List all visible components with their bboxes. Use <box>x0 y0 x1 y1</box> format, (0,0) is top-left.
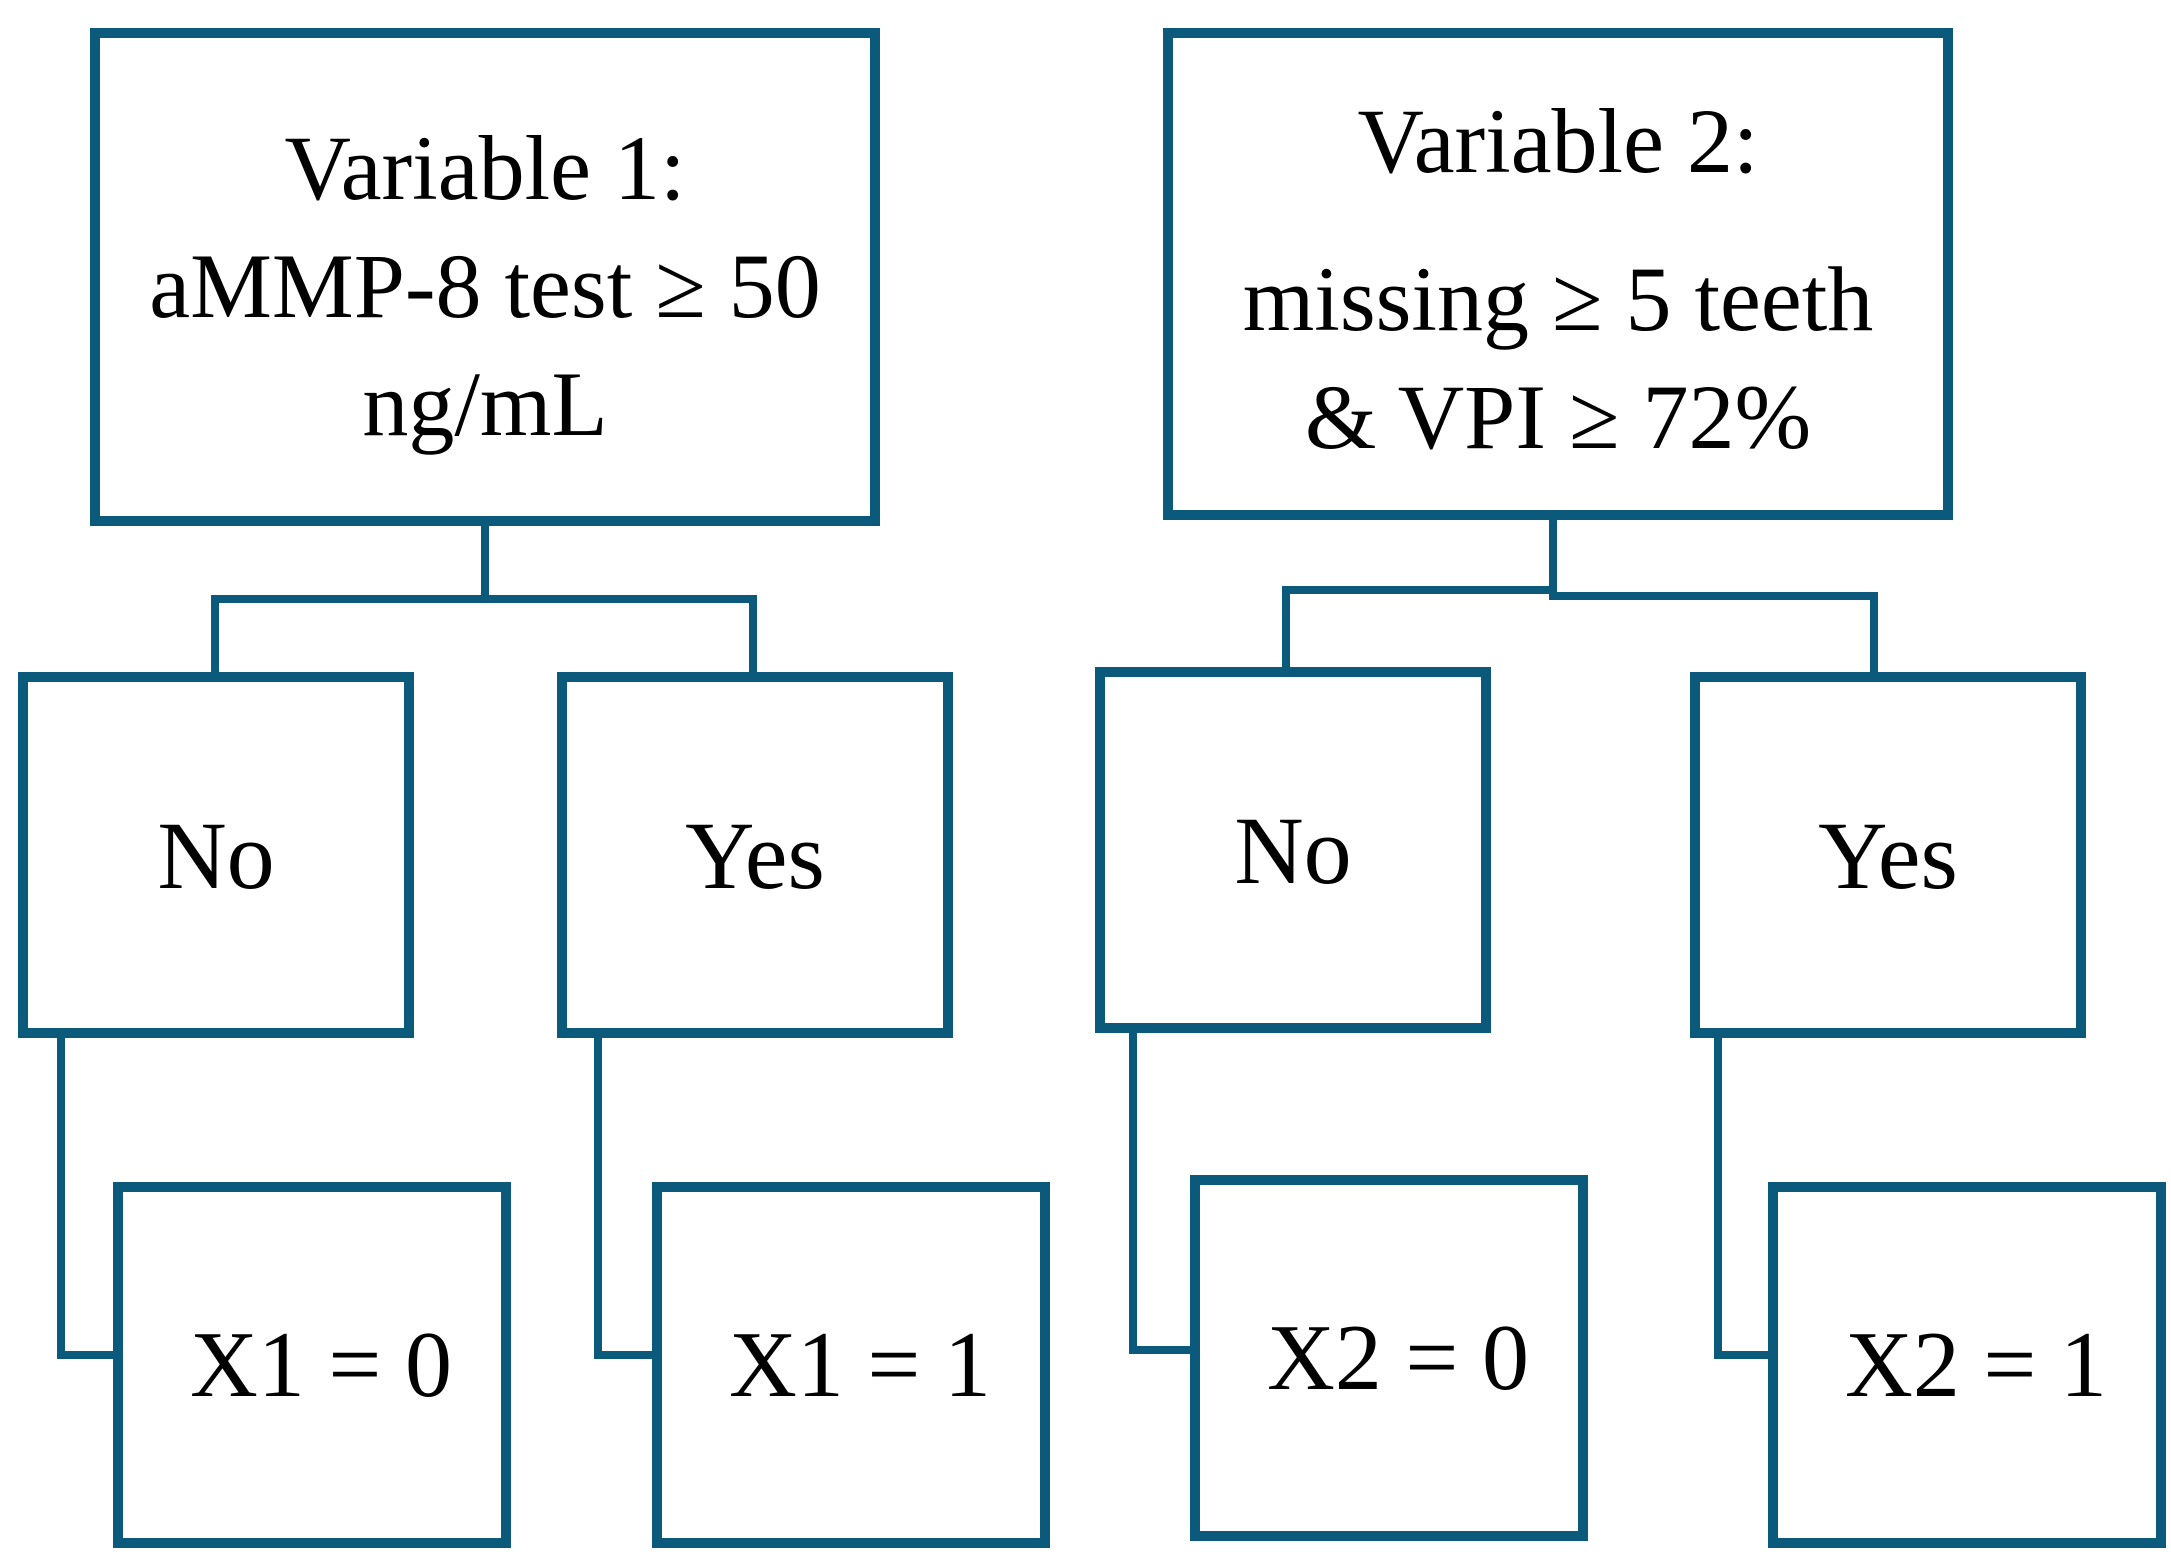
v2-no-to-result-connector <box>1129 1029 1194 1354</box>
variable-2-yes-label: Yes <box>1818 801 1958 909</box>
variable-2-box: Variable 2: missing ≥ 5 teeth & VPI ≥ 72… <box>1163 28 1953 520</box>
variable-1-yes-result: X1 = 1 <box>729 1313 991 1417</box>
variable-2-criterion-vpi: & VPI ≥ 72% <box>1304 366 1812 468</box>
variable-1-yes-result-box: X1 = 1 <box>652 1182 1050 1548</box>
variable-2-no-result: X2 = 0 <box>1267 1306 1529 1410</box>
variable-1-no-label: No <box>157 801 275 909</box>
variable-1-text: Variable 1: aMMP-8 test ≥ 50 ng/mL <box>149 109 821 463</box>
variable-2-yes-result: X2 = 1 <box>1845 1313 2107 1417</box>
variable-1-box: Variable 1: aMMP-8 test ≥ 50 ng/mL <box>90 28 880 526</box>
variable-1-yes-box: Yes <box>557 672 953 1038</box>
variable-1-title: Variable 1: <box>284 117 686 219</box>
variable-2-no-result-box: X2 = 0 <box>1190 1175 1588 1541</box>
variable-2-yes-result-box: X2 = 1 <box>1768 1182 2166 1548</box>
variable-2-title: Variable 2: <box>1357 90 1759 192</box>
variable-1-no-box: No <box>18 672 414 1038</box>
v2-branch-connector <box>1282 586 1878 676</box>
variable-2-no-box: No <box>1095 667 1491 1033</box>
variable-2-yes-box: Yes <box>1690 672 2086 1038</box>
v1-no-to-result-connector <box>57 1034 117 1359</box>
variable-2-text: Variable 2: missing ≥ 5 teeth & VPI ≥ 72… <box>1243 82 1874 476</box>
variable-2-criterion-teeth: missing ≥ 5 teeth <box>1242 248 1874 350</box>
variable-1-no-result-box: X1 = 0 <box>113 1182 511 1548</box>
variable-2-no-label: No <box>1234 796 1352 904</box>
v1-branch-connector <box>211 595 757 676</box>
v1-yes-to-result-connector <box>594 1034 656 1359</box>
variable-1-no-result: X1 = 0 <box>190 1313 452 1417</box>
variable-1-criterion: aMMP-8 test ≥ 50 <box>149 235 821 337</box>
variable-1-unit: ng/mL <box>362 353 608 455</box>
variable-1-yes-label: Yes <box>685 801 825 909</box>
v2-yes-to-result-connector <box>1714 1034 1772 1359</box>
